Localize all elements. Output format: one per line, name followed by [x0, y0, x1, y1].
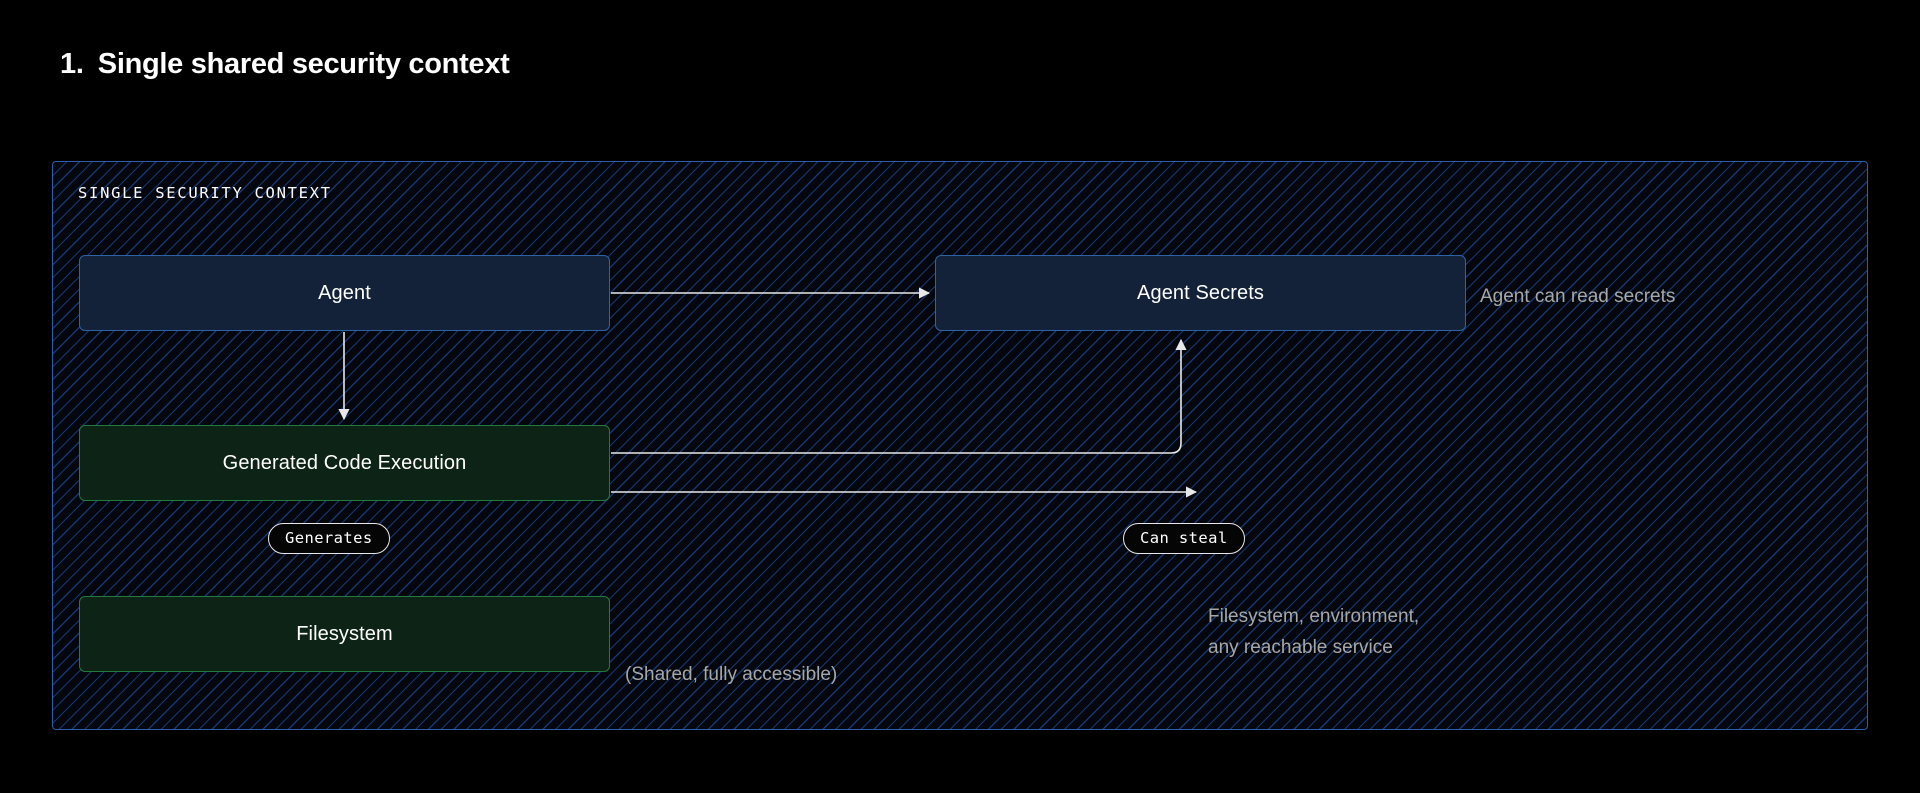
- security-context-container: SINGLE SECURITY CONTEXT Agent Agent Secr…: [52, 161, 1868, 730]
- annotation-reachable-services: Filesystem, environment, any reachable s…: [1208, 606, 1420, 658]
- security-context-label: SINGLE SECURITY CONTEXT: [78, 184, 332, 202]
- edge-label-can-steal: Can steal: [1123, 523, 1245, 554]
- node-agent-secrets-label: Agent Secrets: [1137, 281, 1264, 304]
- page-title-text: Single shared security context: [97, 48, 510, 80]
- annotation-filesystem-shared: (Shared, fully accessible): [625, 664, 838, 685]
- node-agent[interactable]: Agent: [79, 255, 610, 331]
- node-filesystem-label: Filesystem: [296, 622, 393, 645]
- node-generated-code-execution[interactable]: Generated Code Execution: [79, 425, 610, 501]
- page-title-number: 1.: [60, 48, 84, 80]
- node-agent-label: Agent: [318, 281, 371, 304]
- edge-label-generates: Generates: [268, 523, 390, 554]
- page-title: 1. Single shared security context: [60, 48, 510, 81]
- node-generated-code-execution-label: Generated Code Execution: [222, 451, 467, 474]
- edge-codeexec-to-secrets: [611, 338, 1187, 454]
- annotation-agent-can-read-secrets: Agent can read secrets: [1480, 286, 1676, 307]
- node-agent-secrets[interactable]: Agent Secrets: [935, 255, 1466, 331]
- node-filesystem[interactable]: Filesystem: [79, 596, 610, 672]
